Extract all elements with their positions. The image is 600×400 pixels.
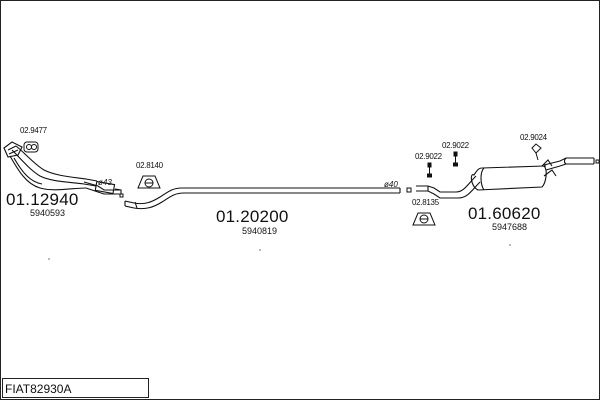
rear-hanger-icon: [412, 212, 436, 226]
dot-marker: [509, 244, 511, 246]
middle-pipe-number: 01.20200: [216, 207, 289, 226]
diagram-code-label: FIAT82930A: [5, 382, 72, 396]
bolt-icon-2: [453, 151, 458, 167]
dot-marker: [259, 249, 261, 251]
middle-end-marker: [406, 187, 412, 193]
gasket-icon: [23, 141, 39, 153]
front-pipe-oe-number: 5940593: [30, 208, 66, 218]
tail-end-marker: [595, 159, 600, 164]
middle-pipe-oe-number: 5940819: [242, 226, 278, 236]
rear-silencer-number: 01.60620: [468, 204, 541, 223]
bolt-1-part-number: 02.9022: [415, 152, 442, 161]
tail-hanger-icon: [531, 143, 542, 161]
front-hanger-icon: [137, 175, 161, 189]
front-hanger-part-number: 02.8140: [136, 161, 163, 170]
rear-hanger-part-number: 02.8135: [412, 198, 439, 207]
bolt-icon-1: [427, 162, 432, 178]
diagram-code-box: [2, 378, 149, 398]
rear-diameter-label: ø40: [384, 180, 398, 189]
front-pipe-drawing: [3, 141, 122, 195]
rear-silencer-drawing: [416, 157, 595, 199]
dot-marker: [48, 258, 50, 260]
tail-hanger-part-number: 02.9024: [520, 133, 547, 142]
gasket-part-number: 02.9477: [20, 126, 47, 135]
middle-pipe-drawing: [124, 187, 401, 210]
front-end-marker: [119, 193, 124, 198]
front-diameter-label: ø43: [98, 178, 112, 187]
rear-silencer-oe-number: 5947688: [492, 222, 528, 232]
front-pipe-number: 01.12940: [6, 190, 79, 209]
bolt-2-part-number: 02.9022: [442, 141, 469, 150]
